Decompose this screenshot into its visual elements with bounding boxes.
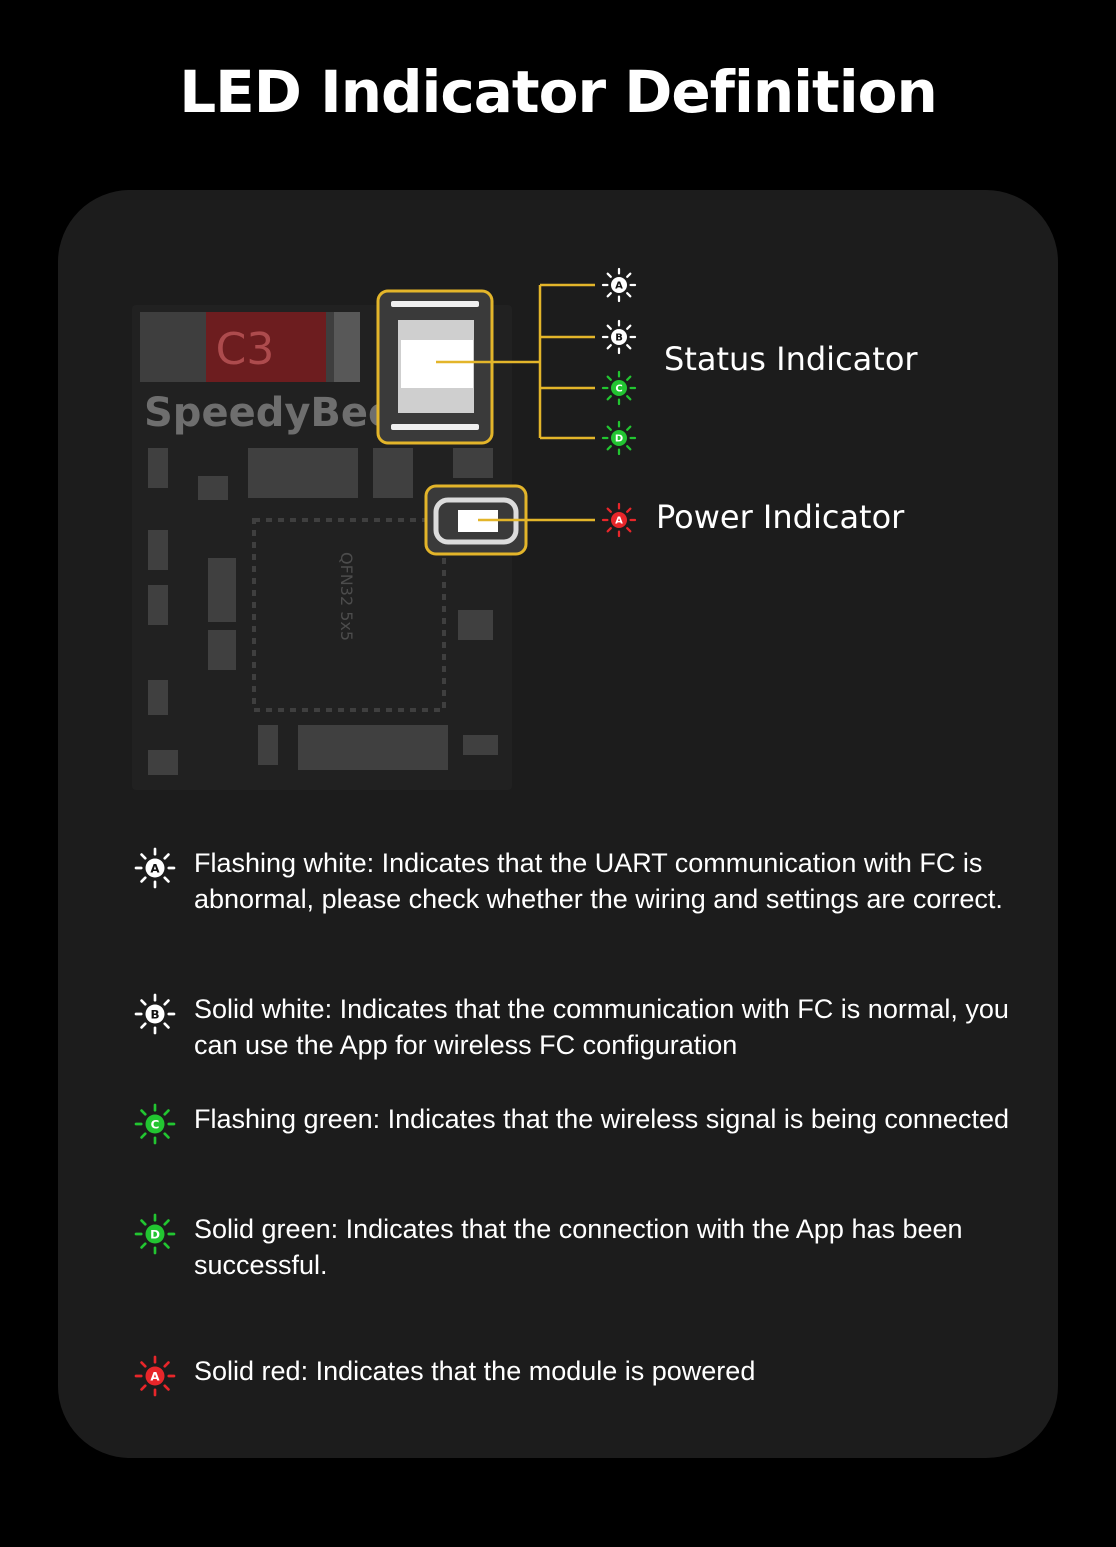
svg-text:C: C bbox=[151, 1117, 160, 1131]
led-a-icon: A bbox=[134, 847, 176, 889]
status-indicator-label: Status Indicator bbox=[664, 340, 918, 378]
led-b-icon: B bbox=[601, 319, 637, 355]
svg-text:C: C bbox=[615, 384, 622, 395]
led-d-green-icon: D bbox=[134, 1213, 176, 1255]
svg-text:A: A bbox=[615, 281, 623, 292]
led-c-icon: C bbox=[134, 1103, 176, 1145]
board-diagram: C3 SpeedyBee QFN32 5x5 A B C D A bbox=[132, 267, 637, 790]
led-a-icon: A bbox=[134, 1355, 176, 1397]
led-b-icon: B bbox=[134, 993, 176, 1035]
led-a-icon: A bbox=[601, 502, 637, 538]
content-panel: C3 SpeedyBee QFN32 5x5 A B C D A bbox=[58, 190, 1058, 1458]
legend-text: Solid green: Indicates that the connecti… bbox=[194, 1214, 963, 1280]
svg-text:B: B bbox=[150, 1007, 159, 1021]
svg-text:A: A bbox=[615, 516, 623, 527]
svg-text:D: D bbox=[615, 434, 623, 445]
status-led-highlight bbox=[376, 289, 494, 445]
board-chip-label: C3 bbox=[216, 324, 275, 375]
svg-text:A: A bbox=[150, 1369, 160, 1383]
led-b-white-icon: B bbox=[134, 993, 176, 1035]
power-indicator-label: Power Indicator bbox=[656, 498, 905, 536]
led-c-icon: C bbox=[601, 370, 637, 406]
module-marking: QFN32 5x5 bbox=[337, 552, 356, 641]
legend-text: Solid white: Indicates that the communic… bbox=[194, 994, 1009, 1060]
svg-text:D: D bbox=[150, 1227, 160, 1241]
legend-text: Flashing green: Indicates that the wirel… bbox=[194, 1104, 1009, 1134]
power-led-marker: A bbox=[601, 502, 637, 538]
led-a-icon: A bbox=[601, 267, 637, 303]
led-d-icon: D bbox=[601, 420, 637, 456]
led-c-green-icon: C bbox=[134, 1103, 176, 1145]
svg-text:A: A bbox=[150, 861, 160, 875]
board-brand-label: SpeedyBee bbox=[144, 390, 395, 436]
page-title: LED Indicator Definition bbox=[179, 58, 938, 126]
svg-text:B: B bbox=[615, 333, 623, 344]
legend-text: Solid red: Indicates that the module is … bbox=[194, 1356, 756, 1386]
status-led-markers: A B C D bbox=[601, 267, 637, 456]
led-a-white-icon: A bbox=[134, 847, 176, 889]
led-a-red-icon: A bbox=[134, 1355, 176, 1397]
status-connector-lines bbox=[436, 283, 595, 440]
led-d-icon: D bbox=[134, 1213, 176, 1255]
legend-text: Flashing white: Indicates that the UART … bbox=[194, 848, 1003, 914]
